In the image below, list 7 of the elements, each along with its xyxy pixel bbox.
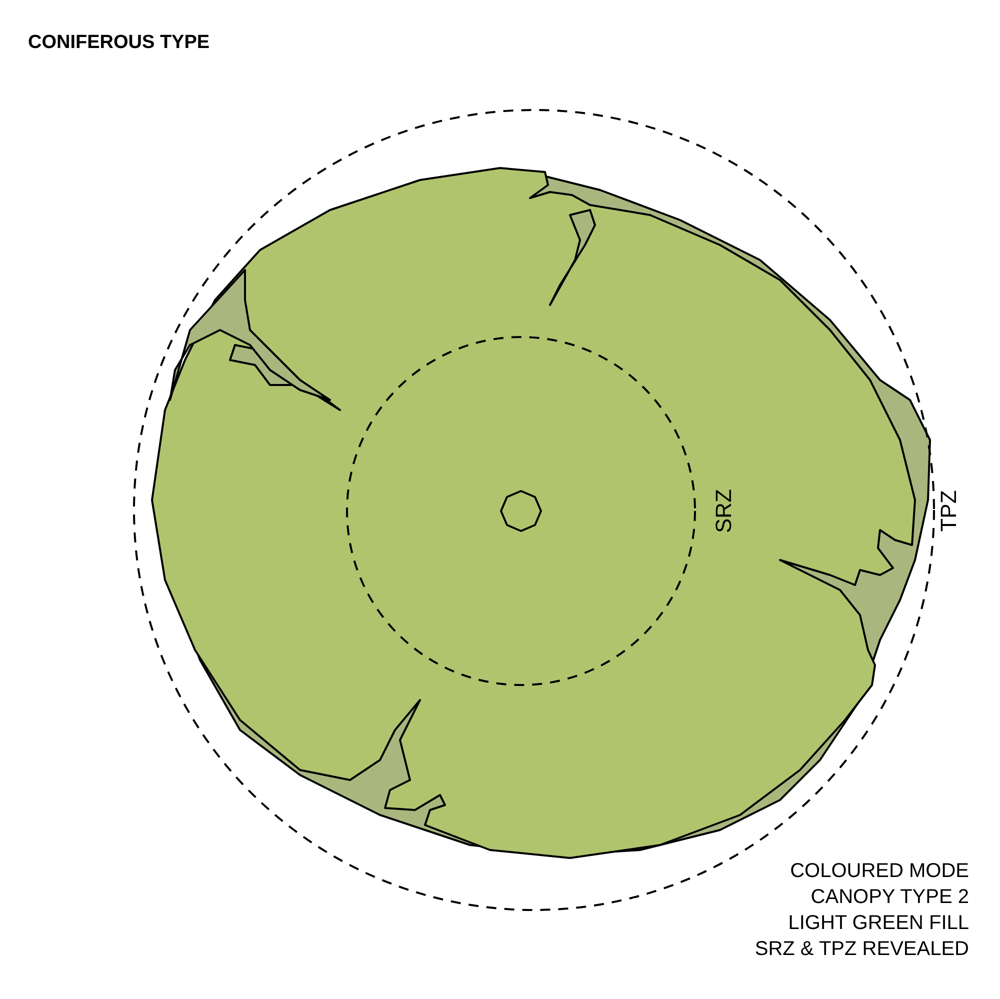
legend-note: COLOURED MODE: [790, 859, 969, 884]
legend-note: CANOPY TYPE 2: [810, 885, 969, 910]
zone-label: TPZ: [936, 490, 962, 532]
legend-note: LIGHT GREEN FILL: [788, 911, 969, 936]
diagram-title: CONIFEROUS TYPE: [28, 32, 210, 54]
legend-note: SRZ & TPZ REVEALED: [754, 937, 969, 962]
zone-label: SRZ: [711, 489, 737, 533]
